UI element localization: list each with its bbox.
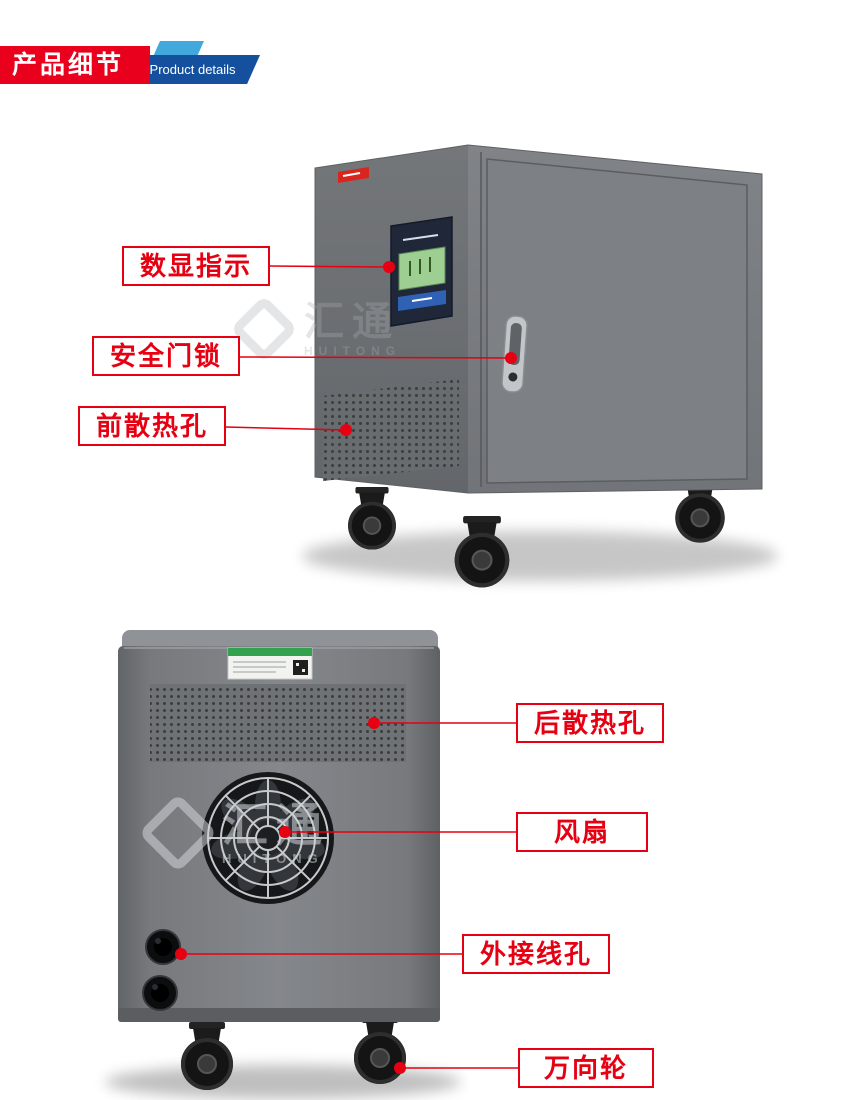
header-accent-shape <box>153 41 204 56</box>
header-title-cn: 产品细节 <box>0 46 150 84</box>
front-vent-holes <box>323 379 459 481</box>
callout-safety-door-lock: 安全门锁 <box>92 336 241 376</box>
door-keyhole <box>508 372 518 382</box>
cabinet-rear-view <box>105 630 461 1099</box>
lcd-screen <box>398 246 446 291</box>
cooling-fan <box>202 772 334 904</box>
cable-gland-holes <box>142 929 181 1011</box>
nameplate-sticker <box>227 647 313 680</box>
cabinet-front-view <box>302 144 778 587</box>
callout-fan: 风扇 <box>516 812 649 852</box>
brand-logo-plate <box>338 167 369 183</box>
fan-guard <box>207 777 329 899</box>
header-title-en: Product details <box>149 62 236 77</box>
callout-external-cable-holes: 外接线孔 <box>462 934 611 974</box>
digital-display-panel <box>390 216 453 327</box>
qr-code <box>293 660 308 675</box>
callout-front-vent-holes: 前散热孔 <box>78 406 227 446</box>
callout-swivel-wheels: 万向轮 <box>518 1048 655 1088</box>
callout-digital-display-indicator: 数显指示 <box>122 246 271 286</box>
callout-rear-vent-holes: 后散热孔 <box>516 703 665 743</box>
cabinet-door <box>480 152 748 487</box>
door-handle <box>501 315 528 393</box>
rear-vent-holes <box>150 684 406 762</box>
